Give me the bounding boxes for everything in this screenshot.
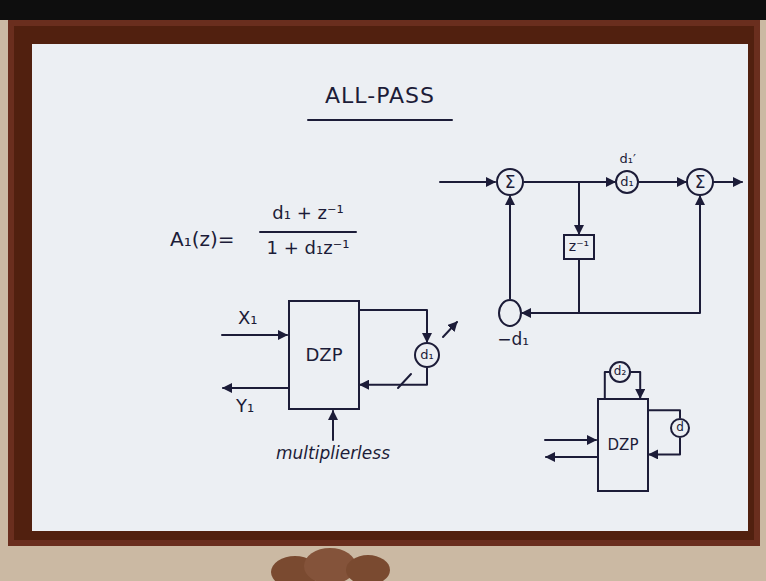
hand — [346, 555, 390, 581]
circle-outline — [671, 419, 689, 437]
node-text: d₂ — [614, 365, 626, 378]
multiplier-circle: d₂ — [609, 361, 631, 383]
node-text: DZP — [305, 345, 342, 365]
input-arrow — [222, 334, 287, 336]
multiplier-circle: d — [670, 418, 690, 438]
rect-outline — [564, 235, 594, 259]
signal-connector — [605, 372, 609, 398]
multiplier-oval: −d₁ — [498, 299, 522, 327]
formula-numerator: d₁ + z⁻¹ — [272, 203, 343, 223]
node-text: Σ — [695, 173, 706, 192]
sum-junction: Σ — [496, 168, 524, 196]
variable-arrow — [398, 374, 411, 388]
signal-connector — [524, 182, 579, 234]
dzp-box: DZP — [288, 300, 360, 410]
node-text: d — [676, 421, 684, 434]
formula-lhs: A₁(z)= — [170, 228, 235, 250]
signal-connector — [649, 410, 680, 418]
node-text: z⁻¹ — [569, 239, 589, 254]
output-arrow — [714, 181, 742, 183]
input-arrow — [545, 439, 596, 441]
note-text: multiplierless — [276, 444, 390, 463]
node-text: DZP — [608, 437, 639, 454]
title-underline — [308, 119, 452, 121]
circle-outline — [616, 171, 638, 193]
circle-outline — [687, 169, 713, 195]
circle-outline — [610, 362, 630, 382]
variable-arrow — [443, 322, 457, 337]
signal-name: Y₁ — [236, 396, 254, 416]
node-outline — [498, 299, 522, 327]
formula-denominator: 1 + d₁z⁻¹ — [267, 238, 350, 258]
board-frame — [8, 20, 760, 546]
multiplier-circle: d₁ — [414, 342, 440, 368]
ellipse-outline — [499, 300, 521, 326]
node-text: Σ — [505, 173, 516, 192]
node-text: d₁ — [620, 175, 633, 189]
board-frame-inner — [14, 26, 754, 540]
multiplier-circle: d₁′d₁ — [615, 170, 639, 194]
input-arrow — [440, 181, 495, 183]
whiteboard — [32, 44, 748, 531]
sum-junction: Σ — [686, 168, 714, 196]
signal-connector — [631, 372, 640, 398]
rect-outline — [598, 399, 648, 491]
rect-outline — [289, 301, 359, 409]
top-band — [0, 0, 766, 20]
node-heading: −d₁ — [497, 330, 529, 349]
signal-connector — [579, 196, 700, 313]
output-arrow — [546, 456, 597, 458]
signal-connector — [360, 310, 427, 342]
fraction-bar — [260, 231, 356, 233]
output-arrow — [223, 387, 288, 389]
delay-box: z⁻¹ — [563, 234, 595, 260]
signal-connector — [522, 260, 579, 313]
circle-outline — [497, 169, 523, 195]
signal-connector — [639, 181, 686, 183]
node-heading: d₁′ — [620, 152, 636, 166]
dzp-box: DZP — [597, 398, 649, 492]
diagram-title: ALL-PASS — [325, 84, 435, 108]
signal-name: X₁ — [238, 308, 258, 328]
signal-connector — [360, 368, 427, 385]
signal-connector — [509, 196, 511, 299]
signal-connector — [649, 438, 680, 454]
node-text: d₁ — [420, 348, 433, 362]
pointer-arrow — [332, 411, 334, 440]
circle-outline — [415, 343, 439, 367]
